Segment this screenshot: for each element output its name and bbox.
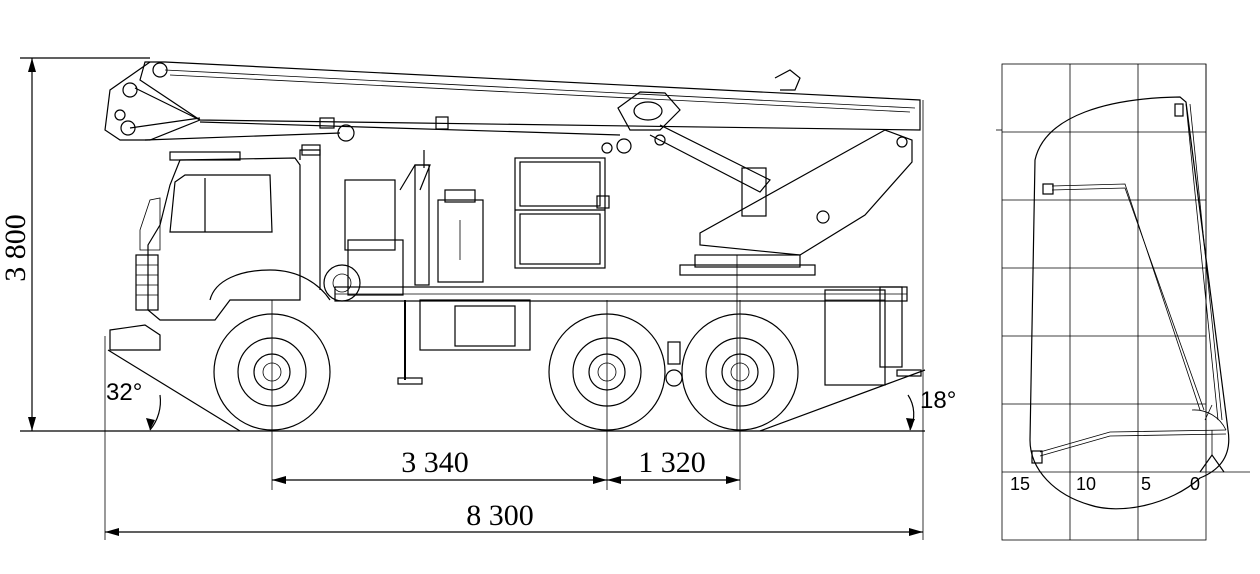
middle-wheel (548, 300, 666, 490)
wheelbase-front-label: 3 340 (401, 446, 469, 479)
rear-wheel (681, 300, 799, 490)
length-label: 8 300 (466, 499, 534, 532)
working-envelope (1029, 96, 1230, 510)
overall-length-dimension: 8 300 (104, 100, 924, 540)
height-label: 3 800 (0, 214, 32, 282)
x-tick-15: 15 (1010, 474, 1030, 494)
wheelbase-rear-label: 1 320 (638, 446, 706, 479)
equipment-body (399, 150, 610, 286)
x-tick-10: 10 (1076, 474, 1096, 494)
front-wheel (213, 300, 331, 490)
crane-boom (104, 61, 921, 154)
departure-angle: 18° (759, 369, 956, 432)
x-tick-0: 0 (1190, 474, 1200, 494)
truck-cab (109, 144, 404, 351)
height-dimension: 3 800 (0, 57, 150, 431)
departure-angle-label: 18° (920, 387, 956, 414)
reach-chart: 15 10 5 0 (996, 63, 1250, 541)
truck-side-view: 3 800 (0, 57, 956, 540)
x-tick-5: 5 (1141, 474, 1151, 494)
approach-angle-label: 32° (106, 379, 142, 406)
chassis (334, 254, 922, 386)
approach-angle: 32° (104, 336, 241, 432)
crane-turret (649, 124, 913, 431)
wheelbase-dimension: 3 340 1 320 (272, 446, 740, 484)
boom-positions (1031, 103, 1227, 473)
